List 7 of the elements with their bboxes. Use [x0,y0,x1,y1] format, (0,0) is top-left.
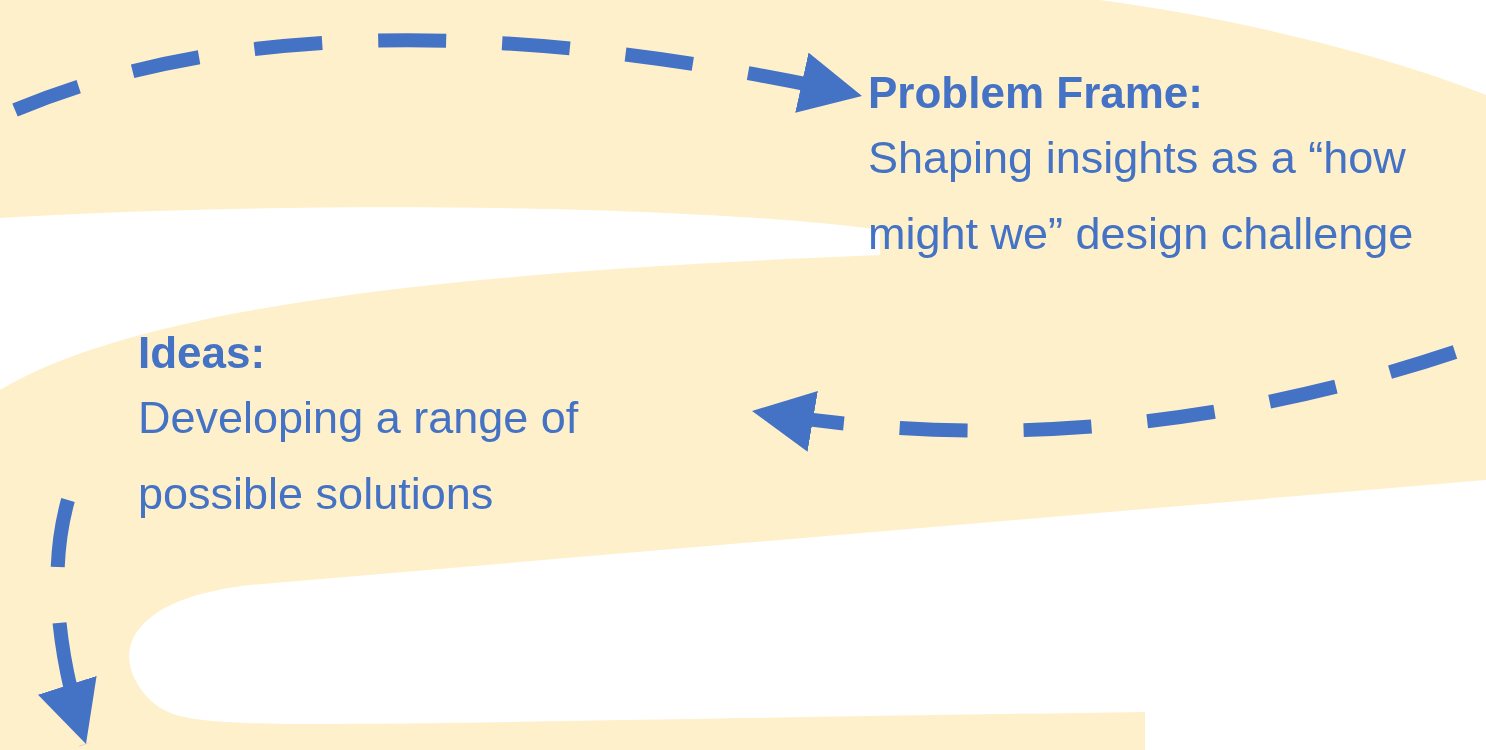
stage-heading: Problem Frame: [868,67,1204,119]
dashed-arrow [12,33,864,117]
stage-description: Shaping insights as a “how might we” design challenge [868,131,1415,261]
dashed-arrow [38,498,98,746]
dashed-arrow [750,345,1458,451]
stage-description: Developing a range of possible solutions [138,391,580,521]
stage-heading: Ideas: [138,327,267,379]
